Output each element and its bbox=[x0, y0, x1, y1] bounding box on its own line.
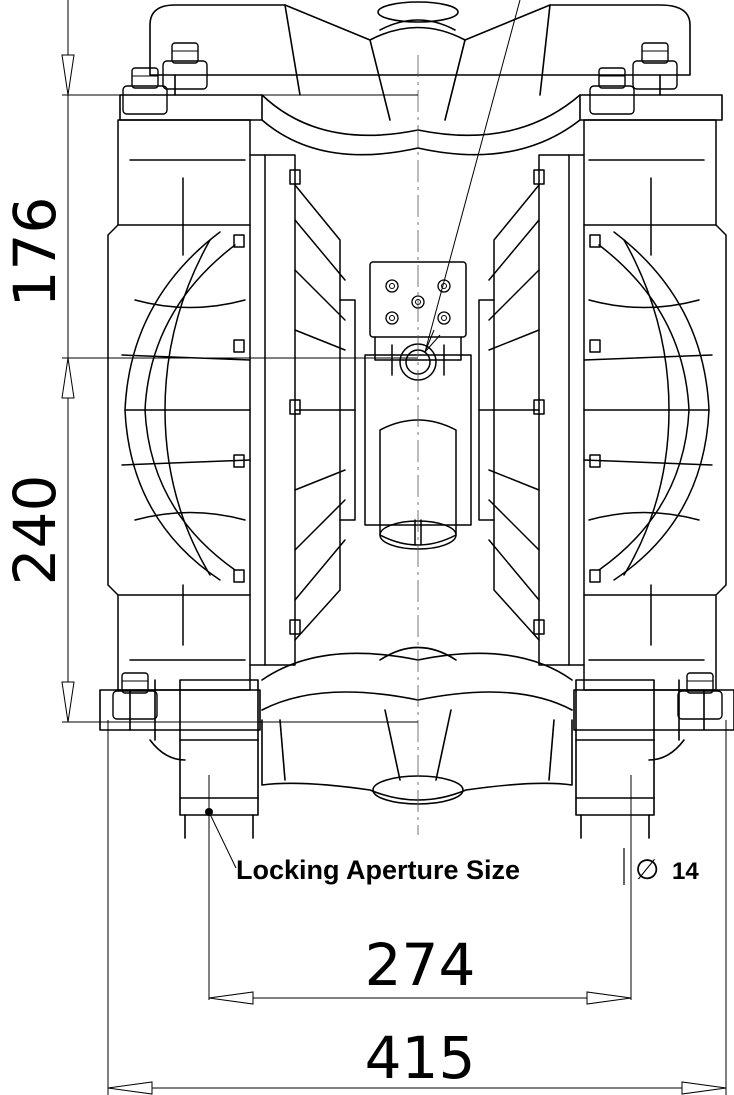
aperture-label: Locking Aperture Size bbox=[236, 855, 520, 885]
bottom-manifold bbox=[99, 646, 734, 839]
dim-overall-width: 415 bbox=[365, 1024, 476, 1092]
pump-body bbox=[99, 1, 734, 839]
top-manifold bbox=[119, 1, 723, 156]
dim-lower-height: 240 bbox=[1, 475, 69, 586]
right-chamber bbox=[478, 119, 727, 691]
dim-aperture-spacing: 274 bbox=[365, 931, 476, 999]
aperture-value: 14 bbox=[672, 858, 699, 885]
dimension-lines bbox=[61, 0, 727, 1095]
dim-upper-height: 176 bbox=[1, 197, 69, 308]
diameter-symbol: ∅ bbox=[635, 853, 659, 886]
left-chamber bbox=[107, 119, 356, 691]
aperture-marker bbox=[205, 808, 213, 816]
